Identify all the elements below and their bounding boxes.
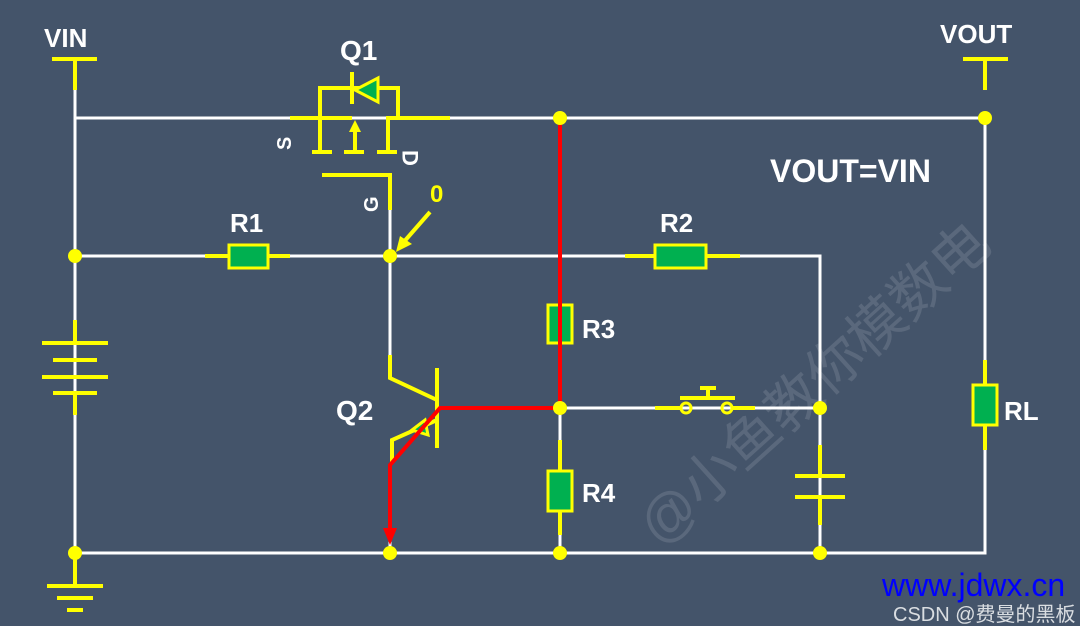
- gate-voltage-label: 0: [430, 181, 443, 208]
- vout-terminal: VOUT: [940, 19, 1012, 90]
- rl-label: RL: [1004, 396, 1039, 426]
- vin-label: VIN: [44, 23, 87, 53]
- vin-terminal: VIN: [44, 23, 97, 90]
- source-label: S: [274, 137, 296, 150]
- q1-mosfet: Q1 S D G: [274, 35, 450, 212]
- ground-icon: [47, 553, 103, 612]
- csdn-watermark: CSDN @费曼的黑板: [893, 603, 1076, 626]
- current-path: [383, 118, 562, 545]
- r1-label: R1: [230, 208, 263, 238]
- q2-transistor: Q2: [336, 355, 439, 462]
- arrow-icon: [396, 210, 432, 252]
- vout-label: VOUT: [940, 19, 1012, 49]
- drain-label: D: [398, 150, 423, 166]
- rl-resistor: RL: [971, 360, 1039, 450]
- body-diode-icon: [351, 75, 380, 105]
- battery: [42, 320, 108, 415]
- r2-resistor: R2: [625, 208, 740, 270]
- gate-label: G: [361, 196, 383, 212]
- q1-label: Q1: [340, 35, 377, 66]
- push-switch: [655, 386, 755, 415]
- r1-resistor: R1: [205, 208, 290, 270]
- junction-dots: [68, 111, 992, 560]
- r3-label: R3: [582, 314, 615, 344]
- r2-label: R2: [660, 208, 693, 238]
- capacitor: [795, 445, 845, 525]
- site-watermark: www.jdwx.cn: [881, 567, 1065, 603]
- equation-label: VOUT=VIN: [770, 153, 931, 189]
- q2-label: Q2: [336, 395, 373, 426]
- r4-resistor: R4: [546, 440, 616, 535]
- r4-label: R4: [582, 478, 616, 508]
